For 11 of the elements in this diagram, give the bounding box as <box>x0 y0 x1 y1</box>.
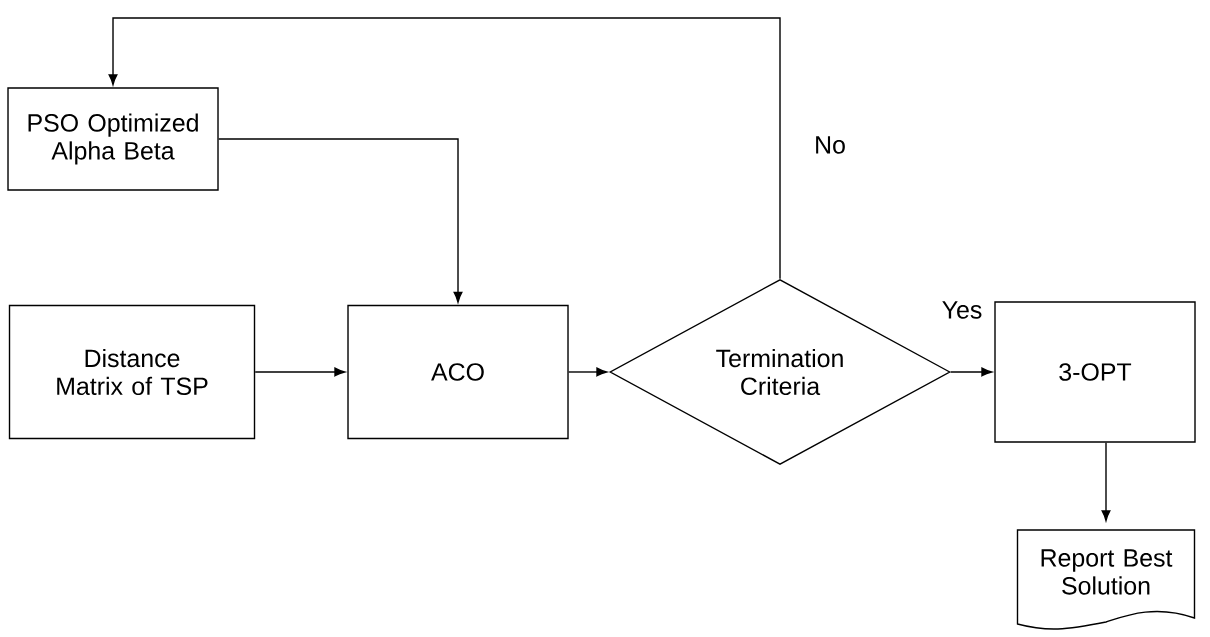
process-box: PSO Optimized Alpha Beta <box>7 87 219 191</box>
edge-label: No <box>812 134 848 156</box>
arrow <box>568 367 608 377</box>
process-box: ACO <box>347 304 569 440</box>
process-box: Distance Matrix of TSP <box>8 304 256 440</box>
arrow <box>108 17 781 280</box>
arrow <box>950 367 993 377</box>
process-box: 3-OPT <box>994 301 1196 443</box>
arrow <box>254 367 346 377</box>
arrow <box>1101 442 1111 522</box>
arrow <box>218 138 463 303</box>
